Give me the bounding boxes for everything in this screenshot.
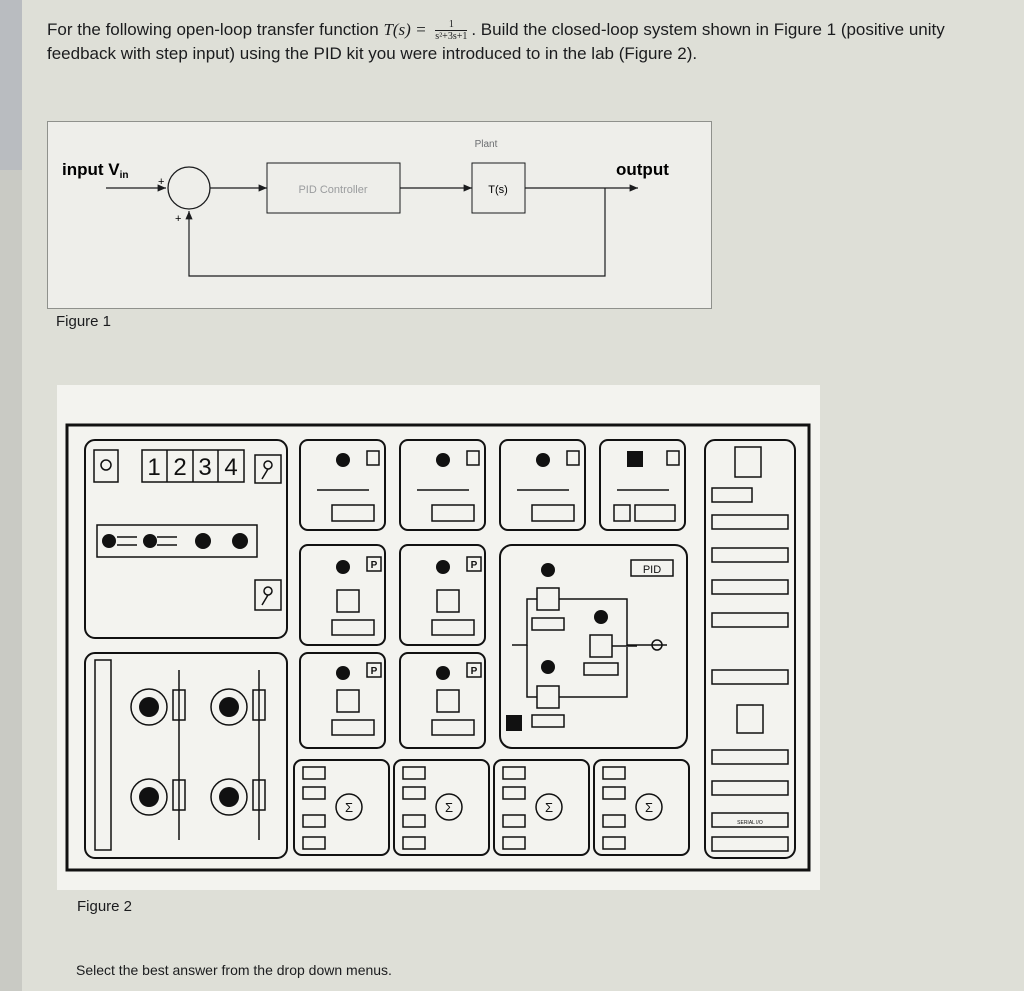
p-knobs[interactable] bbox=[336, 560, 450, 680]
io-terminals[interactable] bbox=[711, 446, 789, 852]
tf-denominator: s²+3s+1 bbox=[435, 31, 468, 43]
feedback-path bbox=[185, 188, 606, 277]
left-sidebar bbox=[0, 0, 22, 991]
p-modules bbox=[299, 544, 486, 749]
input-panel bbox=[84, 439, 288, 639]
tf-numerator: 1 bbox=[435, 19, 468, 32]
pid-reset-button[interactable] bbox=[506, 715, 522, 731]
gain-modules-top bbox=[299, 439, 686, 531]
sum-sign-bottom: + bbox=[175, 213, 181, 225]
sigma-label-4: Σ bbox=[645, 800, 653, 815]
figure1-svg: input Vin + + PID Controller Plant T(s) … bbox=[62, 139, 669, 277]
selector-switches bbox=[96, 524, 258, 558]
probe-terminal-2[interactable] bbox=[254, 579, 282, 611]
selector-button-4[interactable] bbox=[232, 533, 248, 549]
pid-knobs[interactable] bbox=[541, 563, 608, 674]
kit-outer-frame bbox=[65, 423, 811, 872]
figure1-caption: Figure 1 bbox=[56, 313, 112, 330]
transfer-function-fraction: 1 s²+3s+1 bbox=[435, 19, 468, 43]
display-digit-3: 3 bbox=[198, 454, 211, 481]
figure1-block-diagram: input Vin + + PID Controller Plant T(s) … bbox=[47, 121, 712, 309]
transfer-function-symbol: T(s) = bbox=[383, 20, 427, 39]
input-label: input Vin bbox=[62, 160, 129, 181]
potentiometer-panel bbox=[84, 652, 288, 859]
sigma-label-1: Σ bbox=[345, 800, 353, 815]
sigma-label-2: Σ bbox=[445, 800, 453, 815]
selector-button-3[interactable] bbox=[195, 533, 211, 549]
display-digit-4: 4 bbox=[224, 454, 237, 481]
plant-block-label: T(s) bbox=[488, 184, 508, 196]
figure2-caption: Figure 2 bbox=[77, 898, 133, 915]
pid-label: PID bbox=[643, 564, 661, 576]
gain-knobs-top[interactable] bbox=[336, 451, 643, 467]
p-label-3: P bbox=[371, 666, 378, 677]
io-column bbox=[704, 439, 796, 859]
question-part2: . Build the closed-loop system shown in … bbox=[47, 20, 945, 64]
serial-io-label: SERIAL I/O bbox=[737, 820, 763, 826]
selector-button-2[interactable] bbox=[143, 534, 157, 548]
display-digit-2: 2 bbox=[173, 454, 186, 481]
summing-modules bbox=[293, 759, 690, 856]
figure2-svg: 1 2 3 4 bbox=[65, 423, 811, 872]
potentiometer-knobs[interactable] bbox=[139, 697, 239, 807]
probe-terminal-1[interactable] bbox=[254, 454, 282, 484]
instruction-text: Select the best answer from the drop dow… bbox=[76, 962, 392, 978]
sigma-label-3: Σ bbox=[545, 800, 553, 815]
question-part1: For the following open-loop transfer fun… bbox=[47, 20, 379, 39]
pid-module bbox=[499, 544, 688, 749]
summing-junction bbox=[167, 166, 211, 210]
controller-label: PID Controller bbox=[298, 184, 367, 196]
p-label-4: P bbox=[471, 666, 478, 677]
power-switch[interactable] bbox=[93, 449, 119, 483]
sum-sign-top: + bbox=[158, 176, 164, 188]
question-text: For the following open-loop transfer fun… bbox=[47, 18, 997, 66]
figure2-pid-kit: 1 2 3 4 bbox=[57, 385, 820, 890]
p-label-2: P bbox=[471, 560, 478, 571]
selector-button-1[interactable] bbox=[102, 534, 116, 548]
output-label: output bbox=[616, 160, 669, 179]
display-digit-1: 1 bbox=[147, 454, 160, 481]
potentiometer-rail bbox=[94, 659, 112, 851]
power-switch-knob bbox=[100, 459, 112, 471]
plant-label: Plant bbox=[475, 139, 498, 150]
sidebar-tab[interactable] bbox=[0, 0, 22, 170]
p-label-1: P bbox=[371, 560, 378, 571]
pid-label-box bbox=[630, 559, 674, 577]
